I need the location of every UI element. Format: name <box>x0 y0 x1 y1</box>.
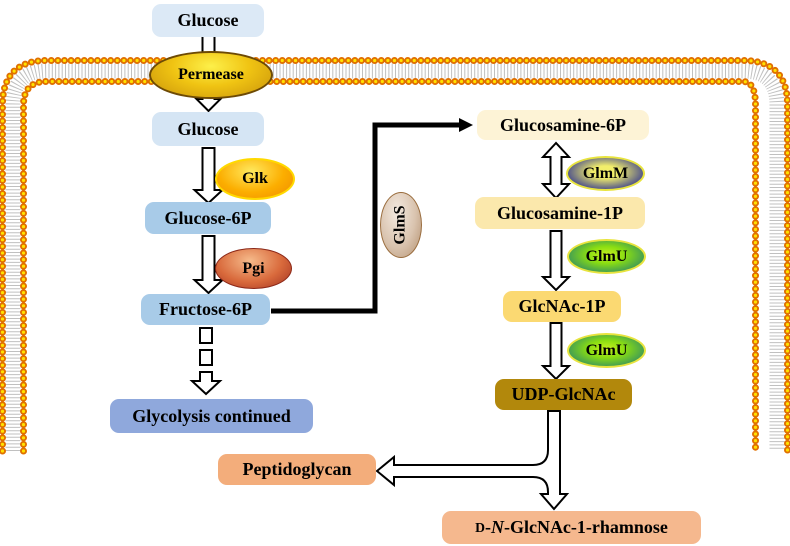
membrane-core-bg <box>2 60 788 451</box>
enzyme-label: GlmU <box>585 341 628 359</box>
node-glycolysis-continued: Glycolysis continued <box>110 399 313 433</box>
enzyme-pgi: Pgi <box>215 248 292 289</box>
node-label: Peptidoglycan <box>242 459 352 479</box>
node-label-rest: -GlcNAc-1-rhamnose <box>503 517 668 537</box>
thick-arrow-head <box>459 118 473 132</box>
enzyme-glk: Glk <box>215 158 295 200</box>
node-label-sep: - <box>484 517 491 537</box>
node-label: Permease <box>178 66 244 83</box>
arrow-glucose-to-glucose6p <box>191 147 226 205</box>
node-glucose-6p: Glucose-6P <box>145 202 271 234</box>
enzyme-glmu-lower: GlmU <box>567 333 646 368</box>
enzyme-glmu-upper: GlmU <box>567 239 646 274</box>
node-label: Glucose <box>177 118 239 139</box>
cell-membrane <box>0 57 790 455</box>
node-glcnac-1p: GlcNAc-1P <box>503 291 621 322</box>
arrow-udpglcnac-branch <box>375 410 570 511</box>
node-udp-glcnac: UDP-GlcNAc <box>495 379 632 410</box>
membrane-inner-head-cores <box>21 79 758 453</box>
arrow-glucosamine6p-glucosamine1p-reversible <box>540 141 572 200</box>
node-label: GlcNAc-1P <box>518 296 606 316</box>
node-label-italic-n: N <box>490 517 504 537</box>
arrow-glucosamine1p-to-glcnac1p <box>540 230 572 292</box>
node-label: Glucosamine-1P <box>497 202 623 223</box>
node-label-smallcap-d: D <box>475 519 485 535</box>
membrane-outer-head-cores <box>0 58 790 453</box>
arrow-fructose6p-to-glucosamine6p <box>271 118 473 314</box>
arrow-glucose6p-to-fructose6p <box>191 235 226 295</box>
arrow-fructose6p-to-glycolysis <box>189 327 223 396</box>
node-fructose-6p: Fructose-6P <box>141 294 270 325</box>
node-glucose-extracellular: Glucose <box>152 4 264 37</box>
enzyme-glms: GlmS <box>380 192 422 258</box>
arrow-glcnac1p-to-udpglcnac <box>540 322 572 381</box>
node-label: Glucose-6P <box>164 207 252 228</box>
dashed-arrow-segment <box>199 327 213 344</box>
node-peptidoglycan: Peptidoglycan <box>218 454 376 485</box>
node-label: Glucosamine-6P <box>500 114 626 135</box>
node-glucosamine-1p: Glucosamine-1P <box>475 197 645 229</box>
enzyme-label: GlmM <box>582 164 629 182</box>
enzyme-label: GlmS <box>392 205 409 245</box>
enzyme-label: GlmU <box>585 247 628 265</box>
thick-arrow-shaft <box>271 122 459 314</box>
enzyme-label: Glk <box>242 170 268 187</box>
dashed-arrow-segment <box>199 349 213 366</box>
membrane-lipid-tails <box>5 63 785 451</box>
node-label: Glycolysis continued <box>132 405 291 426</box>
node-d-n-glcnac-1-rhamnose: D-N-GlcNAc-1-rhamnose <box>442 511 701 544</box>
node-glucose-intracellular: Glucose <box>152 112 264 146</box>
node-label: Fructose-6P <box>159 299 252 319</box>
enzyme-label: Pgi <box>242 259 265 277</box>
node-permease: Permease <box>149 51 273 99</box>
node-label: UDP-GlcNAc <box>511 384 616 404</box>
dashed-arrow-head <box>189 371 223 396</box>
node-glucosamine-6p: Glucosamine-6P <box>477 110 649 140</box>
node-label: Glucose <box>177 10 239 30</box>
enzyme-glmm: GlmM <box>566 156 645 191</box>
